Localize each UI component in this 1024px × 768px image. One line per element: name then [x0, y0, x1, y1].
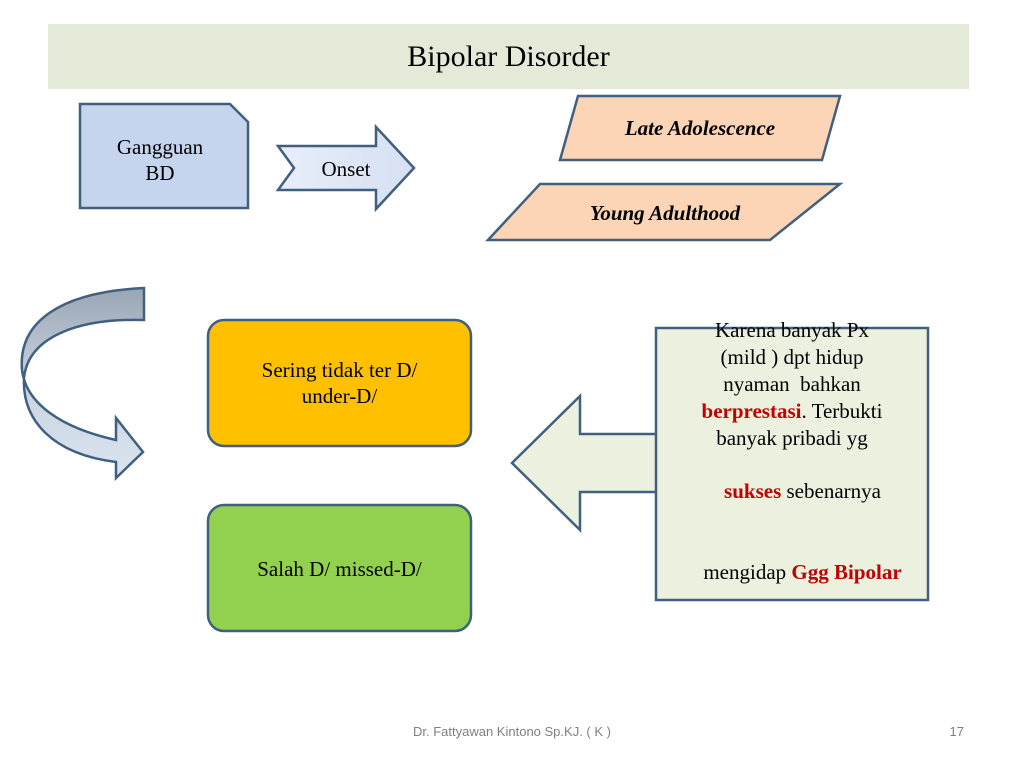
karena-note-text: Karena banyak Px (mild ) dpt hidup nyama… [660, 318, 924, 584]
footer-author: Dr. Fattyawan Kintono Sp.KJ. ( K ) [413, 724, 611, 739]
late-adolescence-label: Late Adolescence [624, 115, 776, 140]
salah-label: Salah D/ missed-D/ [257, 556, 422, 581]
emphasis-berprestasi: berprestasi [701, 398, 802, 423]
karena-line4-rest: . Terbukti [801, 398, 883, 423]
young-adulthood-label: Young Adulthood [589, 200, 741, 225]
onset-label: Onset [321, 156, 371, 181]
gangguan-bd-label: Gangguan BD [80, 130, 240, 190]
young-adulthood-box [485, 182, 844, 242]
karena-line7: mengidap Ggg Bipolar [682, 532, 901, 613]
karena-line4: berprestasi. Terbukti [702, 398, 883, 425]
sering-box [206, 318, 473, 448]
onset-arrow [275, 123, 416, 213]
karena-note-box [654, 326, 930, 602]
sering-line1: Sering tidak ter D/ [261, 357, 418, 382]
salah-box [206, 503, 473, 633]
gangguan-line1: Gangguan [116, 134, 204, 159]
karena-line3: nyaman bahkan [723, 371, 861, 396]
karena-line5: banyak pribadi yg [716, 425, 868, 450]
sering-label: Sering tidak ter D/ under-D/ [210, 350, 469, 416]
karena-line1: Karena banyak Px [715, 318, 869, 343]
page-number: 17 [949, 724, 964, 739]
gangguan-bd-box [78, 102, 250, 210]
karena-line2: (mild ) dpt hidup [720, 345, 864, 370]
emphasis-ggg-bipolar: Ggg Bipolar [791, 560, 902, 585]
karena-line6: sukses sebenarnya [703, 452, 881, 533]
karena-line6-rest: sebenarnya [781, 479, 881, 504]
title-bar: Bipolar Disorder [48, 24, 969, 89]
late-adolescence-box [558, 94, 842, 162]
curved-arrow [20, 286, 146, 481]
gangguan-line2: BD [145, 161, 175, 185]
emphasis-sukses: sukses [724, 479, 782, 504]
sering-line2: under-D/ [301, 384, 378, 408]
karena-line7-pre: mengidap [703, 560, 792, 585]
karena-callout-arrow [510, 393, 656, 533]
slide-title: Bipolar Disorder [407, 39, 610, 73]
